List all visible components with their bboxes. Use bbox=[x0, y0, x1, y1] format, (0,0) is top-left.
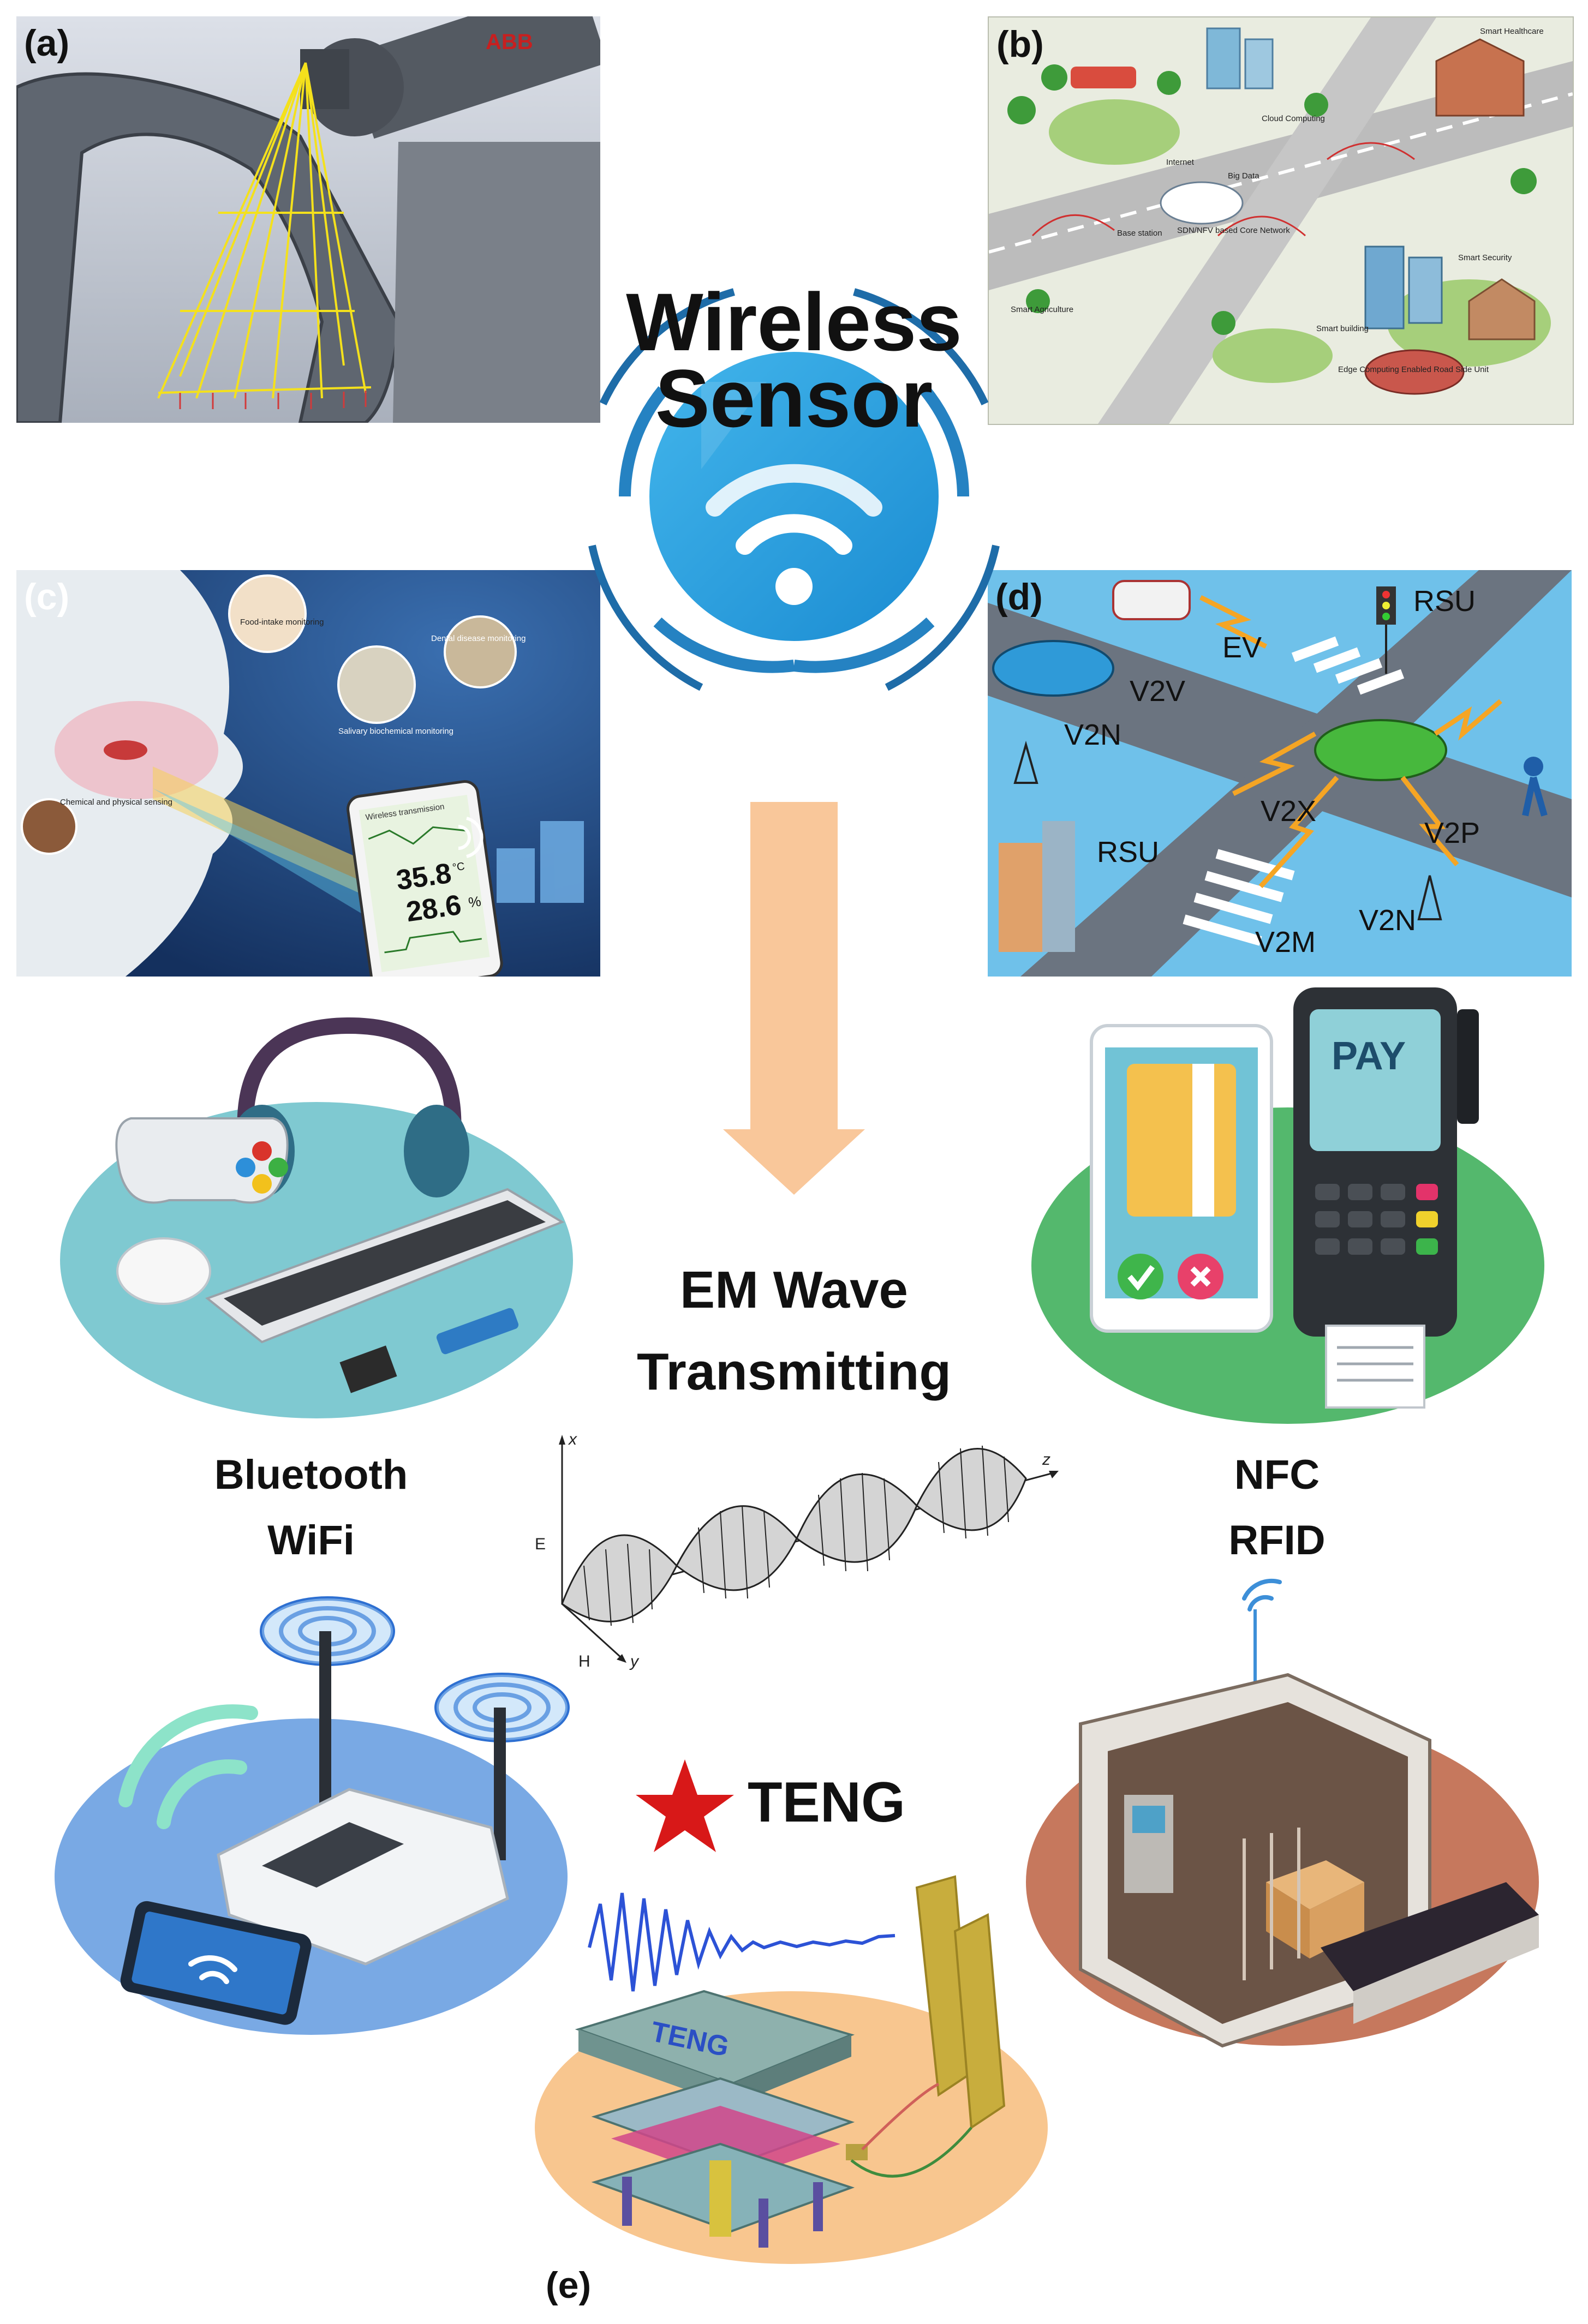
wave-axis-x: x bbox=[568, 1430, 577, 1448]
red-markers bbox=[179, 391, 367, 409]
v2x-intersection-illustration: RSU EV V2V V2N V2X RSU V2P V2N V2M bbox=[988, 570, 1572, 977]
panel-c-label: (c) bbox=[24, 576, 70, 618]
wave-label-h: H bbox=[578, 1652, 590, 1670]
d-v2n-left: V2N bbox=[1064, 718, 1121, 751]
b-label-agri: Smart Agriculture bbox=[1011, 305, 1073, 314]
smartphone-icon: Wireless transmission 35.8 °C 28.6 % bbox=[347, 780, 503, 977]
c-label-food: Food-intake monitoring bbox=[240, 618, 324, 627]
rfid-scanner-illustration bbox=[1026, 1578, 1539, 2048]
c-humidity-unit: % bbox=[467, 893, 482, 911]
panel-d-label: (d) bbox=[995, 576, 1043, 618]
d-v2n-bottom: V2N bbox=[1359, 904, 1416, 937]
b-label-security: Smart Security bbox=[1458, 253, 1512, 262]
wifi-label: WiFi bbox=[267, 1517, 355, 1564]
c-temp: 35.8 bbox=[394, 858, 453, 897]
d-v2p: V2P bbox=[1424, 817, 1480, 849]
panel-a: ABB (a) bbox=[16, 16, 600, 423]
laser-beams bbox=[157, 62, 372, 399]
panel-a-label: (a) bbox=[24, 22, 70, 64]
b-label-internet: Internet bbox=[1166, 158, 1195, 167]
em-wave-diagram: x z E H y bbox=[535, 1430, 1059, 1670]
b-label-bigdata: Big Data bbox=[1228, 171, 1259, 181]
b-label-edge: Edge Computing Enabled Road Side Unit bbox=[1338, 365, 1489, 374]
panel-e-label: (e) bbox=[546, 2265, 592, 2306]
panel-b: Smart Healthcare Cloud Computing Interne… bbox=[988, 16, 1574, 425]
c-humidity: 28.6 bbox=[404, 889, 463, 929]
panel-c: Food-intake monitoring Dental disease mo… bbox=[16, 570, 600, 977]
robot-door-illustration: ABB bbox=[16, 16, 600, 423]
panel-b-label: (b) bbox=[996, 23, 1044, 65]
b-label-base: Base station bbox=[1117, 229, 1162, 238]
logo-title-line1: Wireless bbox=[626, 276, 962, 368]
rfid-label: RFID bbox=[1228, 1517, 1326, 1564]
d-rsu-left: RSU bbox=[1097, 836, 1159, 868]
abb-logo: ABB bbox=[486, 30, 533, 54]
wave-axis-y: y bbox=[629, 1652, 640, 1670]
smart-city-illustration: Smart Healthcare Cloud Computing Interne… bbox=[989, 17, 1573, 424]
d-v2m: V2M bbox=[1255, 926, 1316, 959]
d-v2x: V2X bbox=[1261, 795, 1316, 828]
star-icon bbox=[636, 1759, 734, 1852]
wave-axis-z: z bbox=[1042, 1451, 1050, 1469]
b-label-building: Smart building bbox=[1316, 324, 1369, 333]
d-v2v: V2V bbox=[1130, 675, 1185, 708]
wifi-icon bbox=[706, 464, 882, 555]
wave-label-e: E bbox=[535, 1535, 546, 1553]
pay-text: PAY bbox=[1332, 1034, 1406, 1078]
d-ev: EV bbox=[1222, 631, 1262, 664]
c-temp-unit: °C bbox=[452, 860, 465, 874]
wifi-router-illustration bbox=[55, 1596, 570, 2035]
c-label-salivary: Salivary biochemical monitoring bbox=[338, 727, 453, 736]
panel-d: RSU EV V2V V2N V2X RSU V2P V2N V2M (d) bbox=[988, 570, 1572, 977]
nfc-label: NFC bbox=[1234, 1452, 1320, 1498]
rfid-signal-icon bbox=[1242, 1578, 1282, 1612]
wireless-sensor-logo bbox=[588, 288, 1000, 691]
d-rsu-top: RSU bbox=[1413, 585, 1476, 618]
bluetooth-devices-illustration bbox=[60, 1017, 573, 1418]
em-wave-line2: Transmitting bbox=[636, 1343, 952, 1401]
c-label-dental: Dental disease monitoring bbox=[431, 634, 526, 643]
nfc-payment-illustration: PAY bbox=[1031, 987, 1544, 1424]
down-arrow-icon bbox=[723, 802, 865, 1195]
c-label-chemical: Chemical and physical sensing bbox=[60, 798, 172, 807]
teng-title: TENG bbox=[748, 1771, 905, 1834]
b-label-cloud: Cloud Computing bbox=[1262, 114, 1325, 123]
b-label-core: SDN/NFV based Core Network bbox=[1177, 226, 1290, 235]
oral-sensing-illustration: Food-intake monitoring Dental disease mo… bbox=[16, 570, 600, 977]
b-label-healthcare: Smart Healthcare bbox=[1480, 27, 1544, 36]
bluetooth-label: Bluetooth bbox=[214, 1452, 408, 1498]
em-wave-line1: EM Wave bbox=[680, 1261, 908, 1319]
logo-title-line2: Sensor bbox=[655, 352, 933, 444]
teng-device-illustration: TENG bbox=[535, 1875, 1048, 2264]
